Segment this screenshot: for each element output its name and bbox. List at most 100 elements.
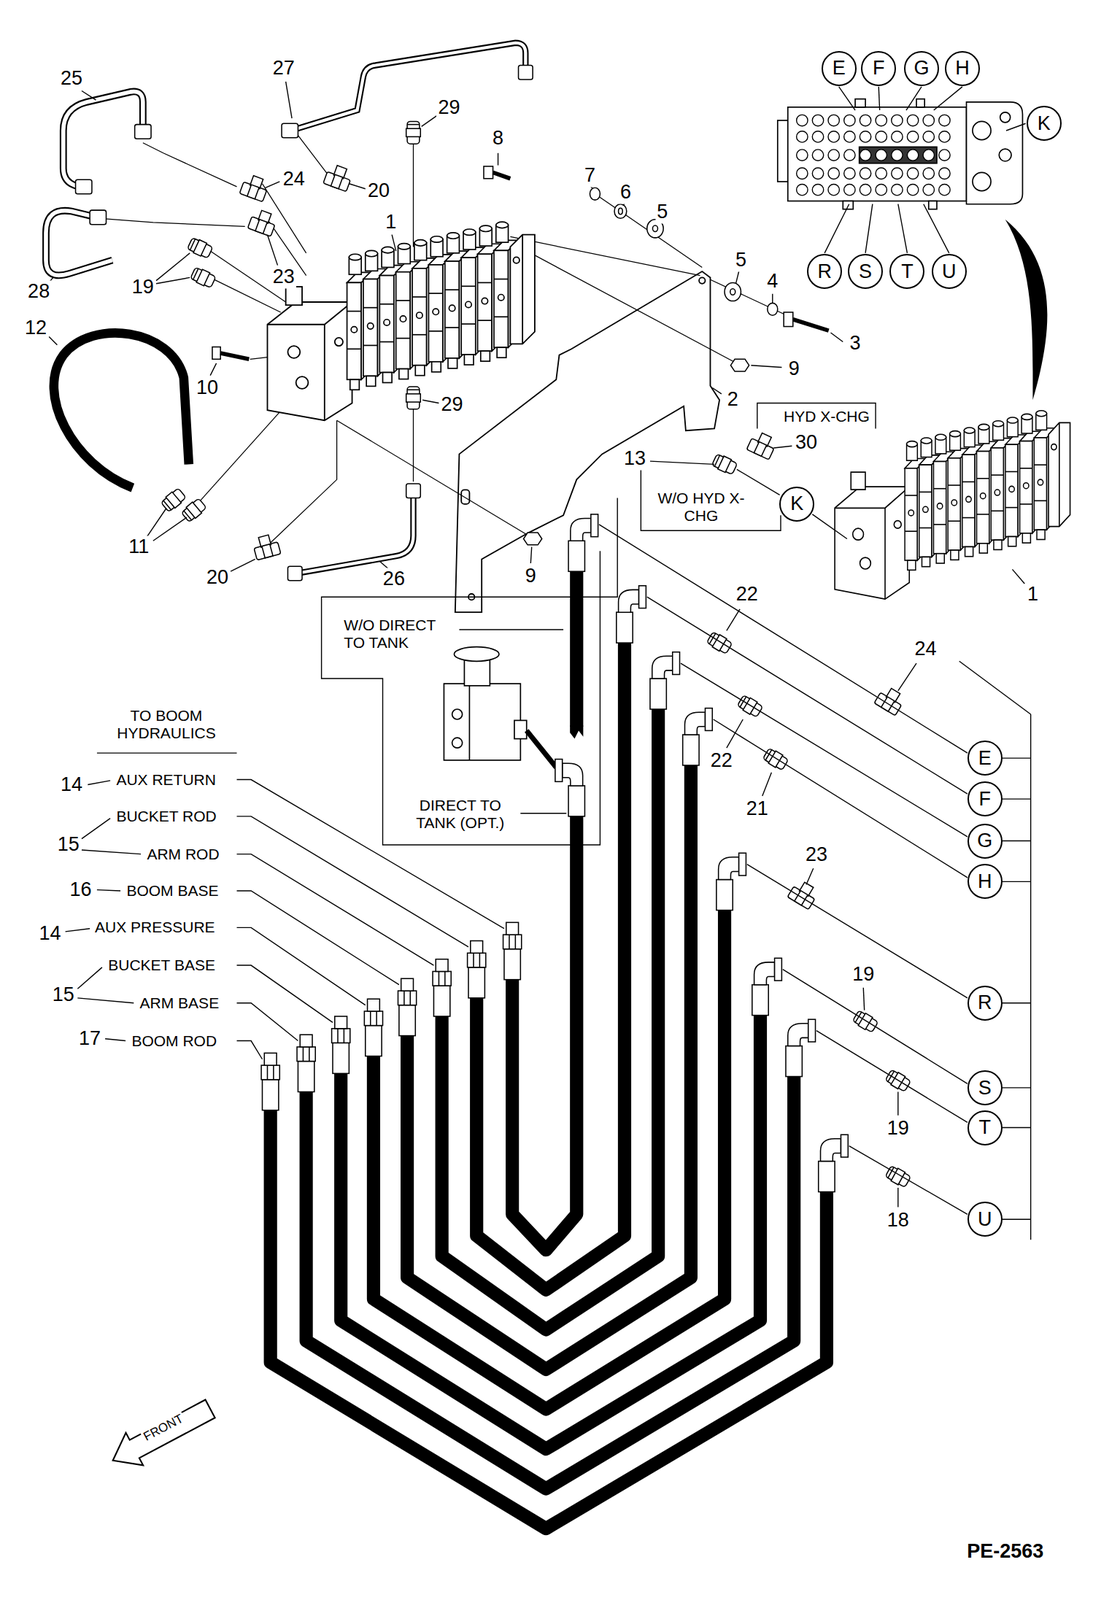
top-view-valve	[812, 114, 824, 195]
port-leader	[599, 524, 968, 753]
hydraulic-hose	[270, 1110, 827, 1529]
steel-tube	[287, 566, 303, 581]
callout-number: 9	[523, 565, 538, 589]
pilot-hose	[53, 332, 189, 488]
callout-leader	[863, 987, 864, 1011]
callout-leader	[1012, 569, 1025, 584]
drawing-number: PE-2563	[965, 1540, 1045, 1564]
port-callout-circle: E	[821, 51, 857, 87]
port-callout-circle: G	[967, 823, 1003, 859]
control-valve	[267, 221, 535, 421]
steel-tube	[45, 43, 533, 581]
hydraulic-hose	[569, 571, 583, 727]
fitting	[323, 162, 354, 192]
exploded-line	[250, 357, 268, 360]
view-arrow	[1005, 219, 1048, 401]
port-letter: G	[976, 831, 993, 851]
hose-fitting	[616, 585, 647, 643]
callout-leader	[210, 363, 216, 376]
callout-number: 29	[439, 394, 465, 417]
callout-number: 29	[436, 97, 462, 120]
hose-label-leader	[65, 928, 91, 932]
callout-number: 28	[26, 280, 52, 303]
hose-label-leader	[81, 850, 141, 855]
steel-tube	[63, 91, 144, 187]
callout-number: 5	[655, 200, 670, 224]
callout-number: 23	[804, 844, 829, 867]
hose-fitting	[331, 1016, 351, 1074]
callout-leader	[265, 181, 281, 188]
control-valve	[834, 410, 1070, 600]
view-leader	[865, 204, 873, 254]
hydraulic-hose	[373, 910, 725, 1410]
option-bracket	[458, 628, 564, 630]
callout-leader	[806, 868, 814, 885]
steel-tube	[281, 123, 298, 138]
top-view-valve	[1000, 112, 1011, 123]
hardware	[793, 319, 829, 331]
callout-leader	[497, 153, 499, 166]
callout-number: 21	[744, 798, 770, 821]
port-letter: G	[914, 58, 930, 79]
top-view-valve	[859, 114, 871, 195]
callout-number: 1	[383, 210, 398, 234]
fitting	[762, 747, 789, 772]
callout-number: 5	[734, 248, 748, 272]
hose-fitting	[785, 1019, 816, 1077]
callout-number: 18	[885, 1209, 911, 1232]
callout-number: 16	[67, 878, 93, 902]
steel-tube	[63, 91, 144, 187]
callout-number: 2	[725, 388, 740, 412]
steel-tube	[45, 210, 113, 276]
hose-fitting	[682, 708, 713, 766]
callout-number: 27	[271, 56, 297, 80]
port-callout-circle: R	[967, 985, 1003, 1021]
hardware	[614, 204, 627, 219]
callout-leader	[156, 277, 190, 284]
hardware	[730, 288, 736, 295]
port-callout-circle: G	[904, 51, 940, 87]
port-callout-circle: K	[779, 486, 815, 522]
callout-leader	[48, 81, 1025, 1208]
steel-tube	[296, 498, 414, 574]
view-leader	[839, 86, 856, 111]
option-bracket	[520, 812, 567, 814]
hardware	[493, 172, 511, 179]
callout-number: 25	[59, 67, 84, 90]
callout-leader	[391, 234, 397, 251]
view-leader	[824, 204, 850, 254]
callout-number: 15	[51, 983, 76, 1007]
hardware	[483, 166, 494, 179]
fitting	[160, 487, 187, 513]
direct-to-tank-valve	[452, 709, 463, 720]
port-callout-circle: S	[967, 1070, 1003, 1106]
callout-leader	[735, 271, 739, 284]
direct-to-tank-valve	[443, 647, 556, 768]
hose-label-leader	[237, 1003, 299, 1042]
fitting	[706, 631, 733, 656]
port-callout-circle: U	[967, 1201, 1003, 1237]
exploded-line	[594, 194, 702, 268]
port-leader	[1001, 1219, 1031, 1220]
callout-number: 7	[582, 164, 597, 187]
port-callout-circle: F	[860, 51, 896, 87]
top-view-valve	[922, 114, 934, 195]
hardware	[523, 532, 543, 546]
callout-number: 13	[622, 447, 648, 471]
steel-tube	[406, 483, 422, 499]
callout-number: 12	[23, 317, 49, 341]
hydraulic-hose	[407, 765, 691, 1370]
fitting	[186, 236, 214, 260]
fitting	[711, 453, 738, 476]
hardware	[618, 207, 624, 214]
callout-number: 6	[618, 181, 633, 205]
port-leader	[1001, 881, 1031, 883]
port-leader	[1001, 840, 1031, 842]
callout-leader	[348, 183, 365, 189]
callout-number: 19	[885, 1117, 911, 1140]
callout-number: 30	[793, 431, 819, 455]
view-leader	[898, 204, 908, 254]
hose-fitting	[467, 941, 486, 999]
option-bracket	[757, 402, 876, 429]
